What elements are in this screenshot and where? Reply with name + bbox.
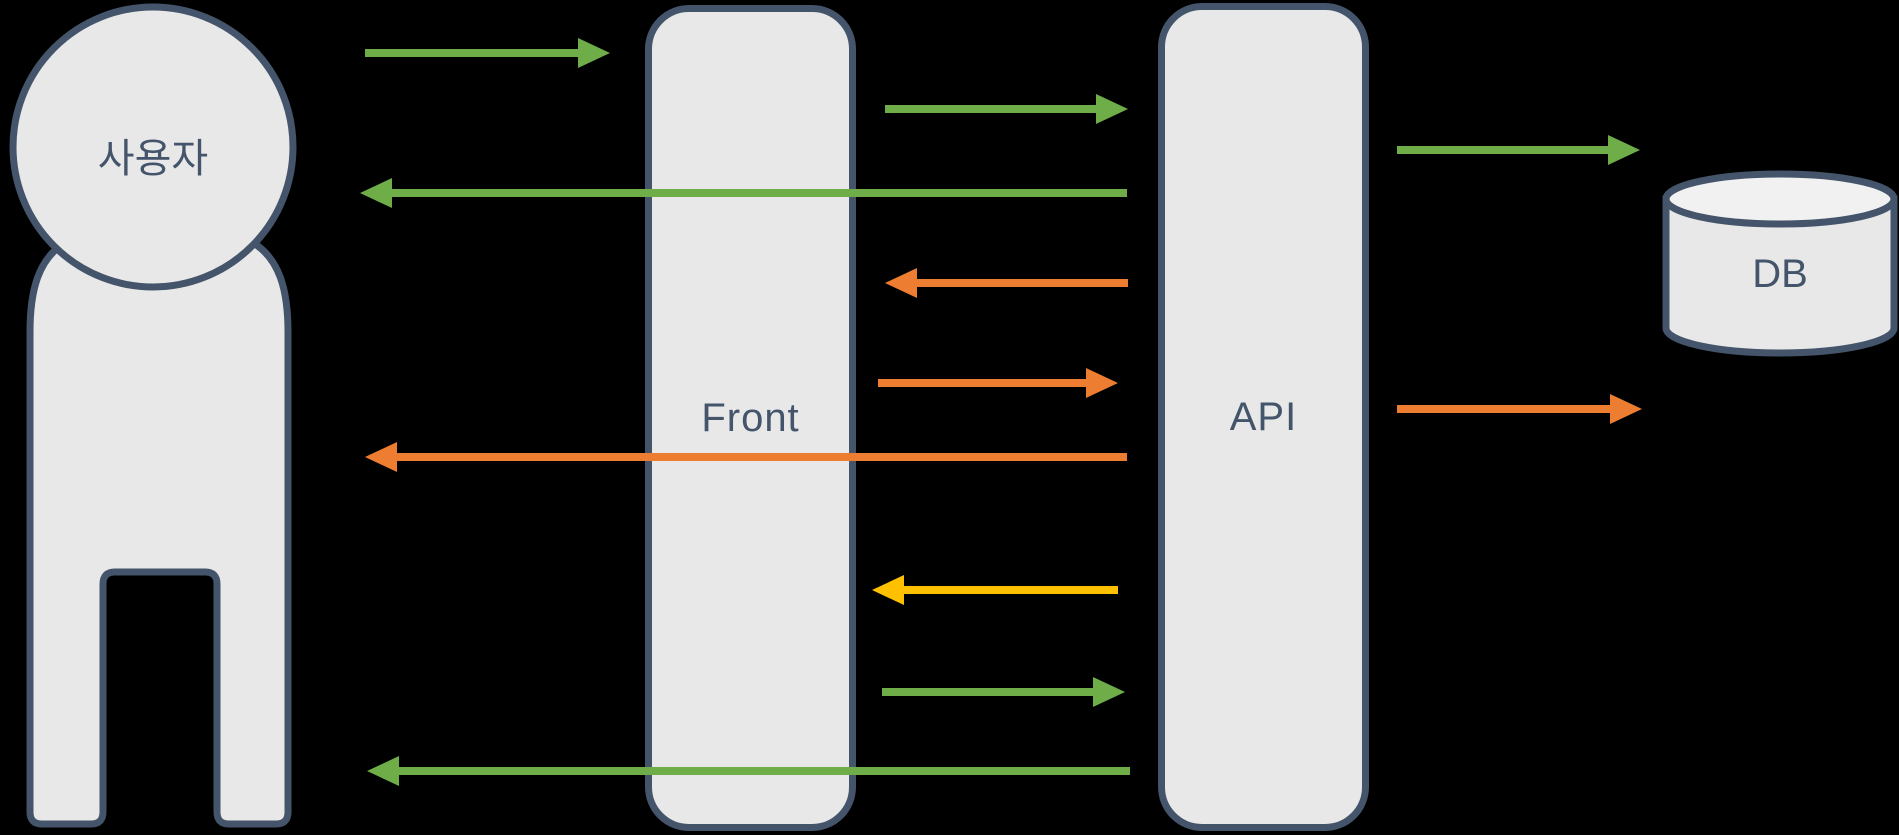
db-cylinder-body: [1662, 195, 1898, 357]
arrow-shaft: [388, 189, 1127, 197]
flow-arrow-api-to-user-1: [360, 178, 1127, 208]
arrow-shaft: [900, 586, 1118, 594]
person-head: [9, 3, 297, 291]
arrow-head-icon: [1608, 135, 1640, 165]
arrow-shaft: [878, 379, 1090, 387]
user-label: 사용자: [97, 137, 209, 181]
arrow-head-icon: [578, 38, 610, 68]
person-figure: [9, 3, 297, 828]
arrow-head-icon: [1093, 677, 1125, 707]
arrow-shaft: [365, 49, 582, 57]
arrow-head-icon: [1610, 394, 1642, 424]
arrow-shaft: [913, 279, 1128, 287]
arrow-head-icon: [365, 442, 397, 472]
db-label: DB: [1752, 252, 1808, 296]
flow-arrow-api-to-front-2: [872, 575, 1118, 605]
flow-arrow-front-to-api-1: [885, 94, 1128, 124]
arrow-shaft: [882, 688, 1097, 696]
api-label: API: [1229, 394, 1298, 439]
arrow-head-icon: [885, 268, 917, 298]
arrow-head-icon: [360, 178, 392, 208]
arrow-shaft: [1397, 146, 1612, 154]
flow-arrow-front-to-api-2: [878, 368, 1118, 398]
arrow-head-icon: [872, 575, 904, 605]
arrow-head-icon: [1086, 368, 1118, 398]
flow-arrow-api-to-front-1: [885, 268, 1128, 298]
flow-arrow-api-to-user-3: [367, 756, 1130, 786]
arrow-head-icon: [367, 756, 399, 786]
front-lifeline: Front: [645, 5, 856, 831]
flow-arrow-api-to-user-2: [365, 442, 1127, 472]
front-label: Front: [701, 395, 800, 440]
flow-arrow-front-to-api-3: [882, 677, 1125, 707]
api-lifeline: API: [1158, 3, 1369, 831]
db-cylinder-top: [1662, 170, 1898, 228]
flow-arrow-api-to-db-1: [1397, 135, 1640, 165]
arrow-head-icon: [1096, 94, 1128, 124]
flow-arrow-api-to-db-2: [1397, 394, 1642, 424]
arrow-shaft: [1397, 405, 1614, 413]
flow-arrow-user-to-front: [365, 38, 610, 68]
arrow-shaft: [395, 767, 1130, 775]
arrow-shaft: [885, 105, 1100, 113]
arrow-shaft: [393, 453, 1127, 461]
